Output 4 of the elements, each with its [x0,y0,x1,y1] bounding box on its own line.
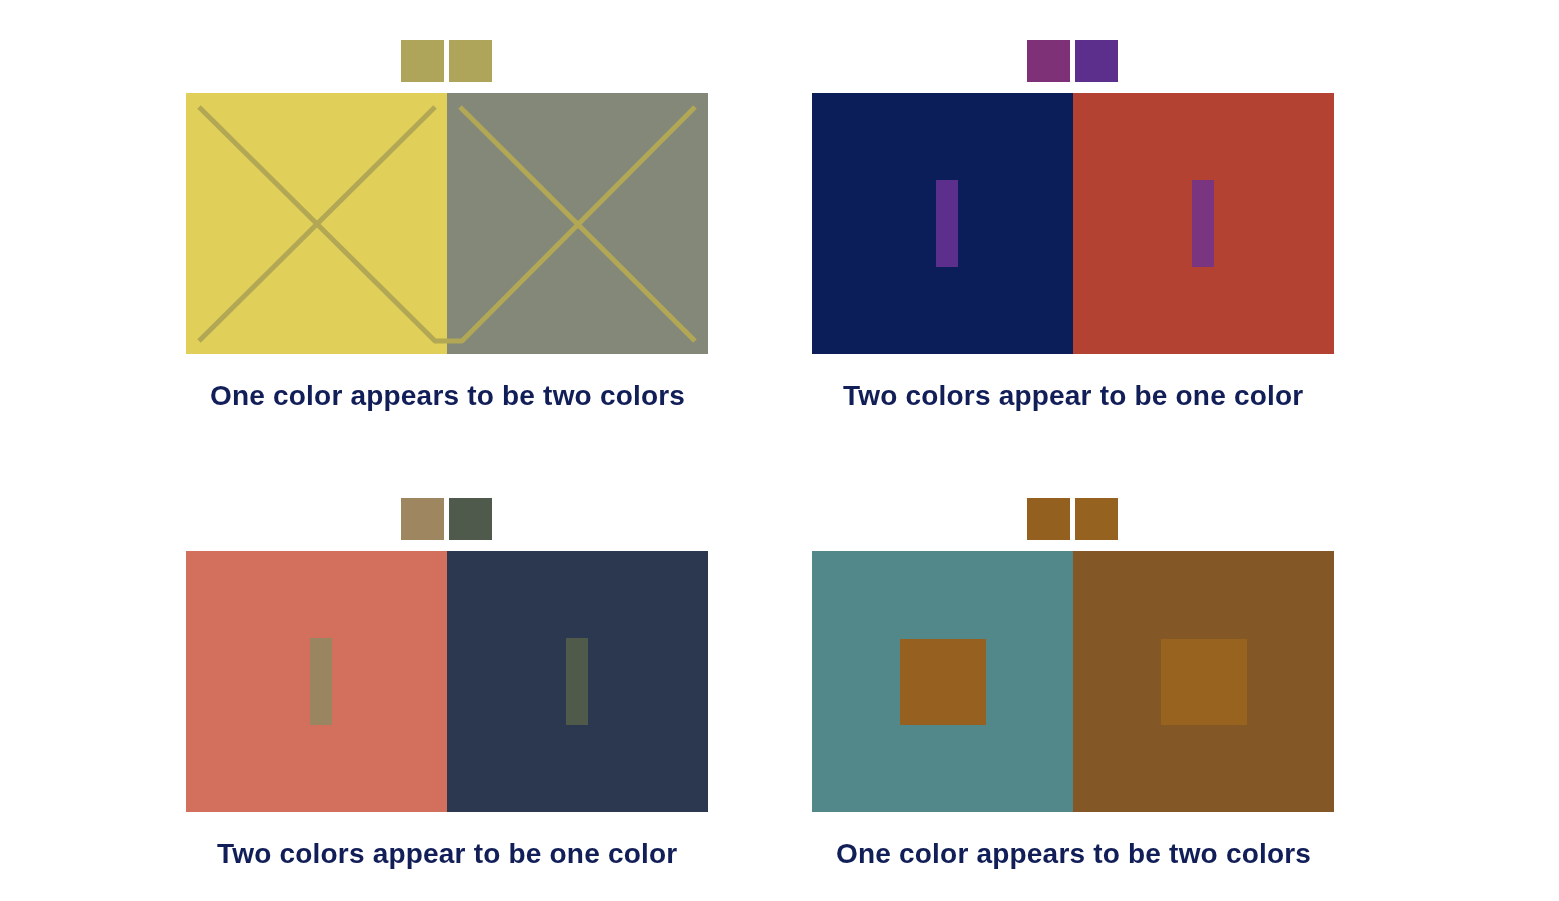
caption-text: One color appears to be two colors [836,837,1312,871]
caption-text: One color appears to be two colors [210,379,686,413]
caption-text: Two colors appear to be one color [843,379,1304,413]
caption-text: Two colors appear to be one color [217,837,678,871]
